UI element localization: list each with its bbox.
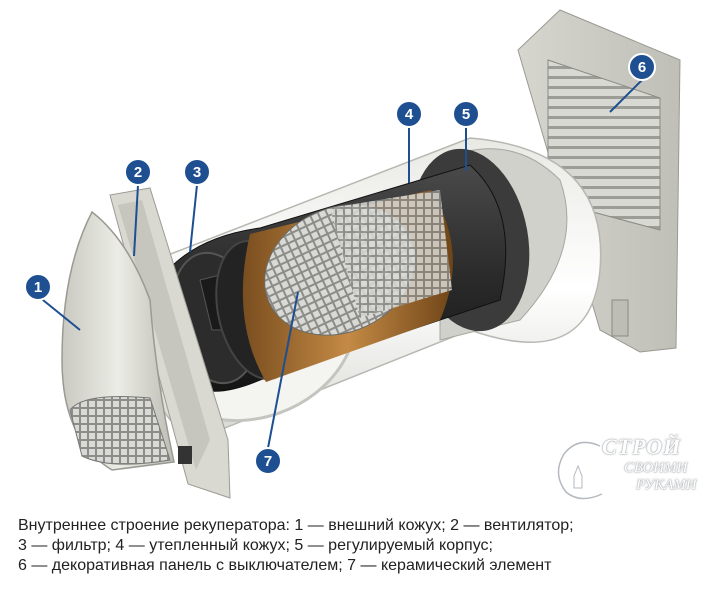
leader-lines xyxy=(37,79,643,449)
recuperator-diagram: 1 2 3 4 5 6 7 xyxy=(24,9,681,499)
switch xyxy=(611,299,629,337)
watermark-line2: РУКАМИ xyxy=(636,477,697,493)
marker-3: 3 xyxy=(183,158,211,186)
watermark-brand: СТРОЙ xyxy=(602,434,682,459)
leader-2 xyxy=(133,184,139,257)
leader-3 xyxy=(189,184,198,253)
leader-1 xyxy=(37,295,81,331)
marker-6-label: 6 xyxy=(638,59,646,76)
marker-4: 4 xyxy=(395,100,423,128)
marker-1-label: 1 xyxy=(34,279,42,296)
figure-caption: Внутреннее строение рекуператора: 1 — вн… xyxy=(18,516,718,576)
marker-5-label: 5 xyxy=(462,106,470,123)
leader-6 xyxy=(609,79,643,113)
watermark-logo: СТРОЙ СВОИМИ РУКАМИ xyxy=(548,432,724,506)
plate-clip xyxy=(178,446,192,464)
caption-line-3: 6 — декоративная панель с выключателем; … xyxy=(18,557,552,574)
marker-6: 6 xyxy=(628,53,656,81)
caption-line-1: Внутреннее строение рекуператора: 1 — вн… xyxy=(18,517,574,534)
watermark-c-icon xyxy=(555,439,604,502)
ceramic-element xyxy=(242,190,453,382)
marker-7-label: 7 xyxy=(264,453,272,470)
caption-line-2: 3 — фильтр; 4 — утепленный кожух; 5 — ре… xyxy=(18,537,493,554)
marker-2: 2 xyxy=(124,158,152,186)
marker-3-label: 3 xyxy=(193,164,201,181)
outer-hood xyxy=(61,210,175,471)
mounting-plate xyxy=(109,187,231,499)
marker-7: 7 xyxy=(254,447,282,475)
marker-4-label: 4 xyxy=(405,106,414,123)
marker-5: 5 xyxy=(452,100,480,128)
marker-1: 1 xyxy=(24,273,52,301)
watermark-line1: СВОИМИ xyxy=(624,460,688,476)
marker-2-label: 2 xyxy=(134,164,142,181)
leader-7 xyxy=(267,291,299,449)
